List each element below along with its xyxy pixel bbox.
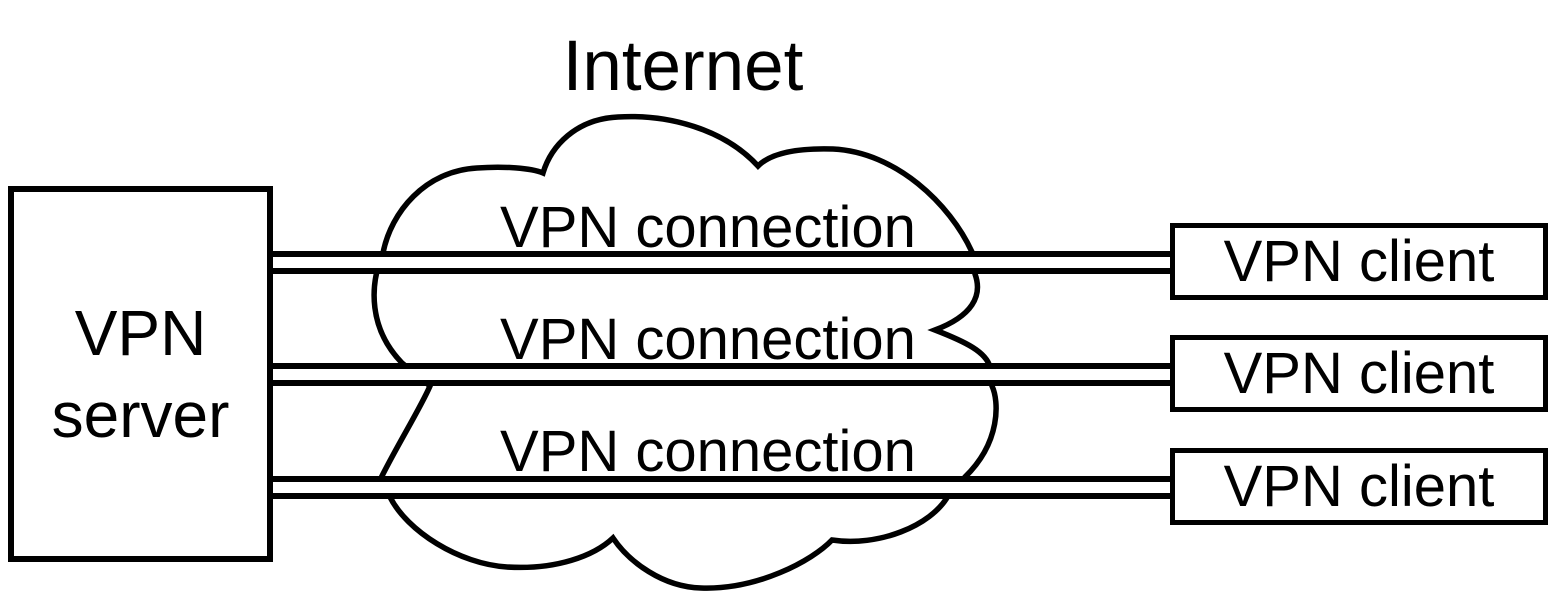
vpn-connection-label-1: VPN connection [500, 195, 916, 260]
vpn-connection-label-2: VPN connection [500, 307, 916, 372]
vpn-connection-label-3: VPN connection [500, 419, 916, 484]
vpn-client-box-1: VPN client [1170, 223, 1548, 300]
vpn-client-label-1: VPN client [1223, 228, 1495, 294]
vpn-client-label-2: VPN client [1223, 340, 1495, 406]
vpn-server-label-line1: VPN [74, 297, 207, 369]
vpn-client-box-3: VPN client [1170, 448, 1548, 525]
vpn-server-label-line2: server [51, 379, 230, 451]
cloud-outline [371, 113, 999, 591]
vpn-connection-line-2 [270, 363, 1172, 386]
vpn-client-box-2: VPN client [1170, 335, 1548, 412]
internet-title: Internet [562, 27, 804, 106]
vpn-connection-line-3 [270, 476, 1172, 499]
vpn-server-box: VPN server [8, 186, 273, 562]
vpn-client-label-3: VPN client [1223, 453, 1495, 519]
vpn-connection-line-1 [270, 251, 1172, 274]
